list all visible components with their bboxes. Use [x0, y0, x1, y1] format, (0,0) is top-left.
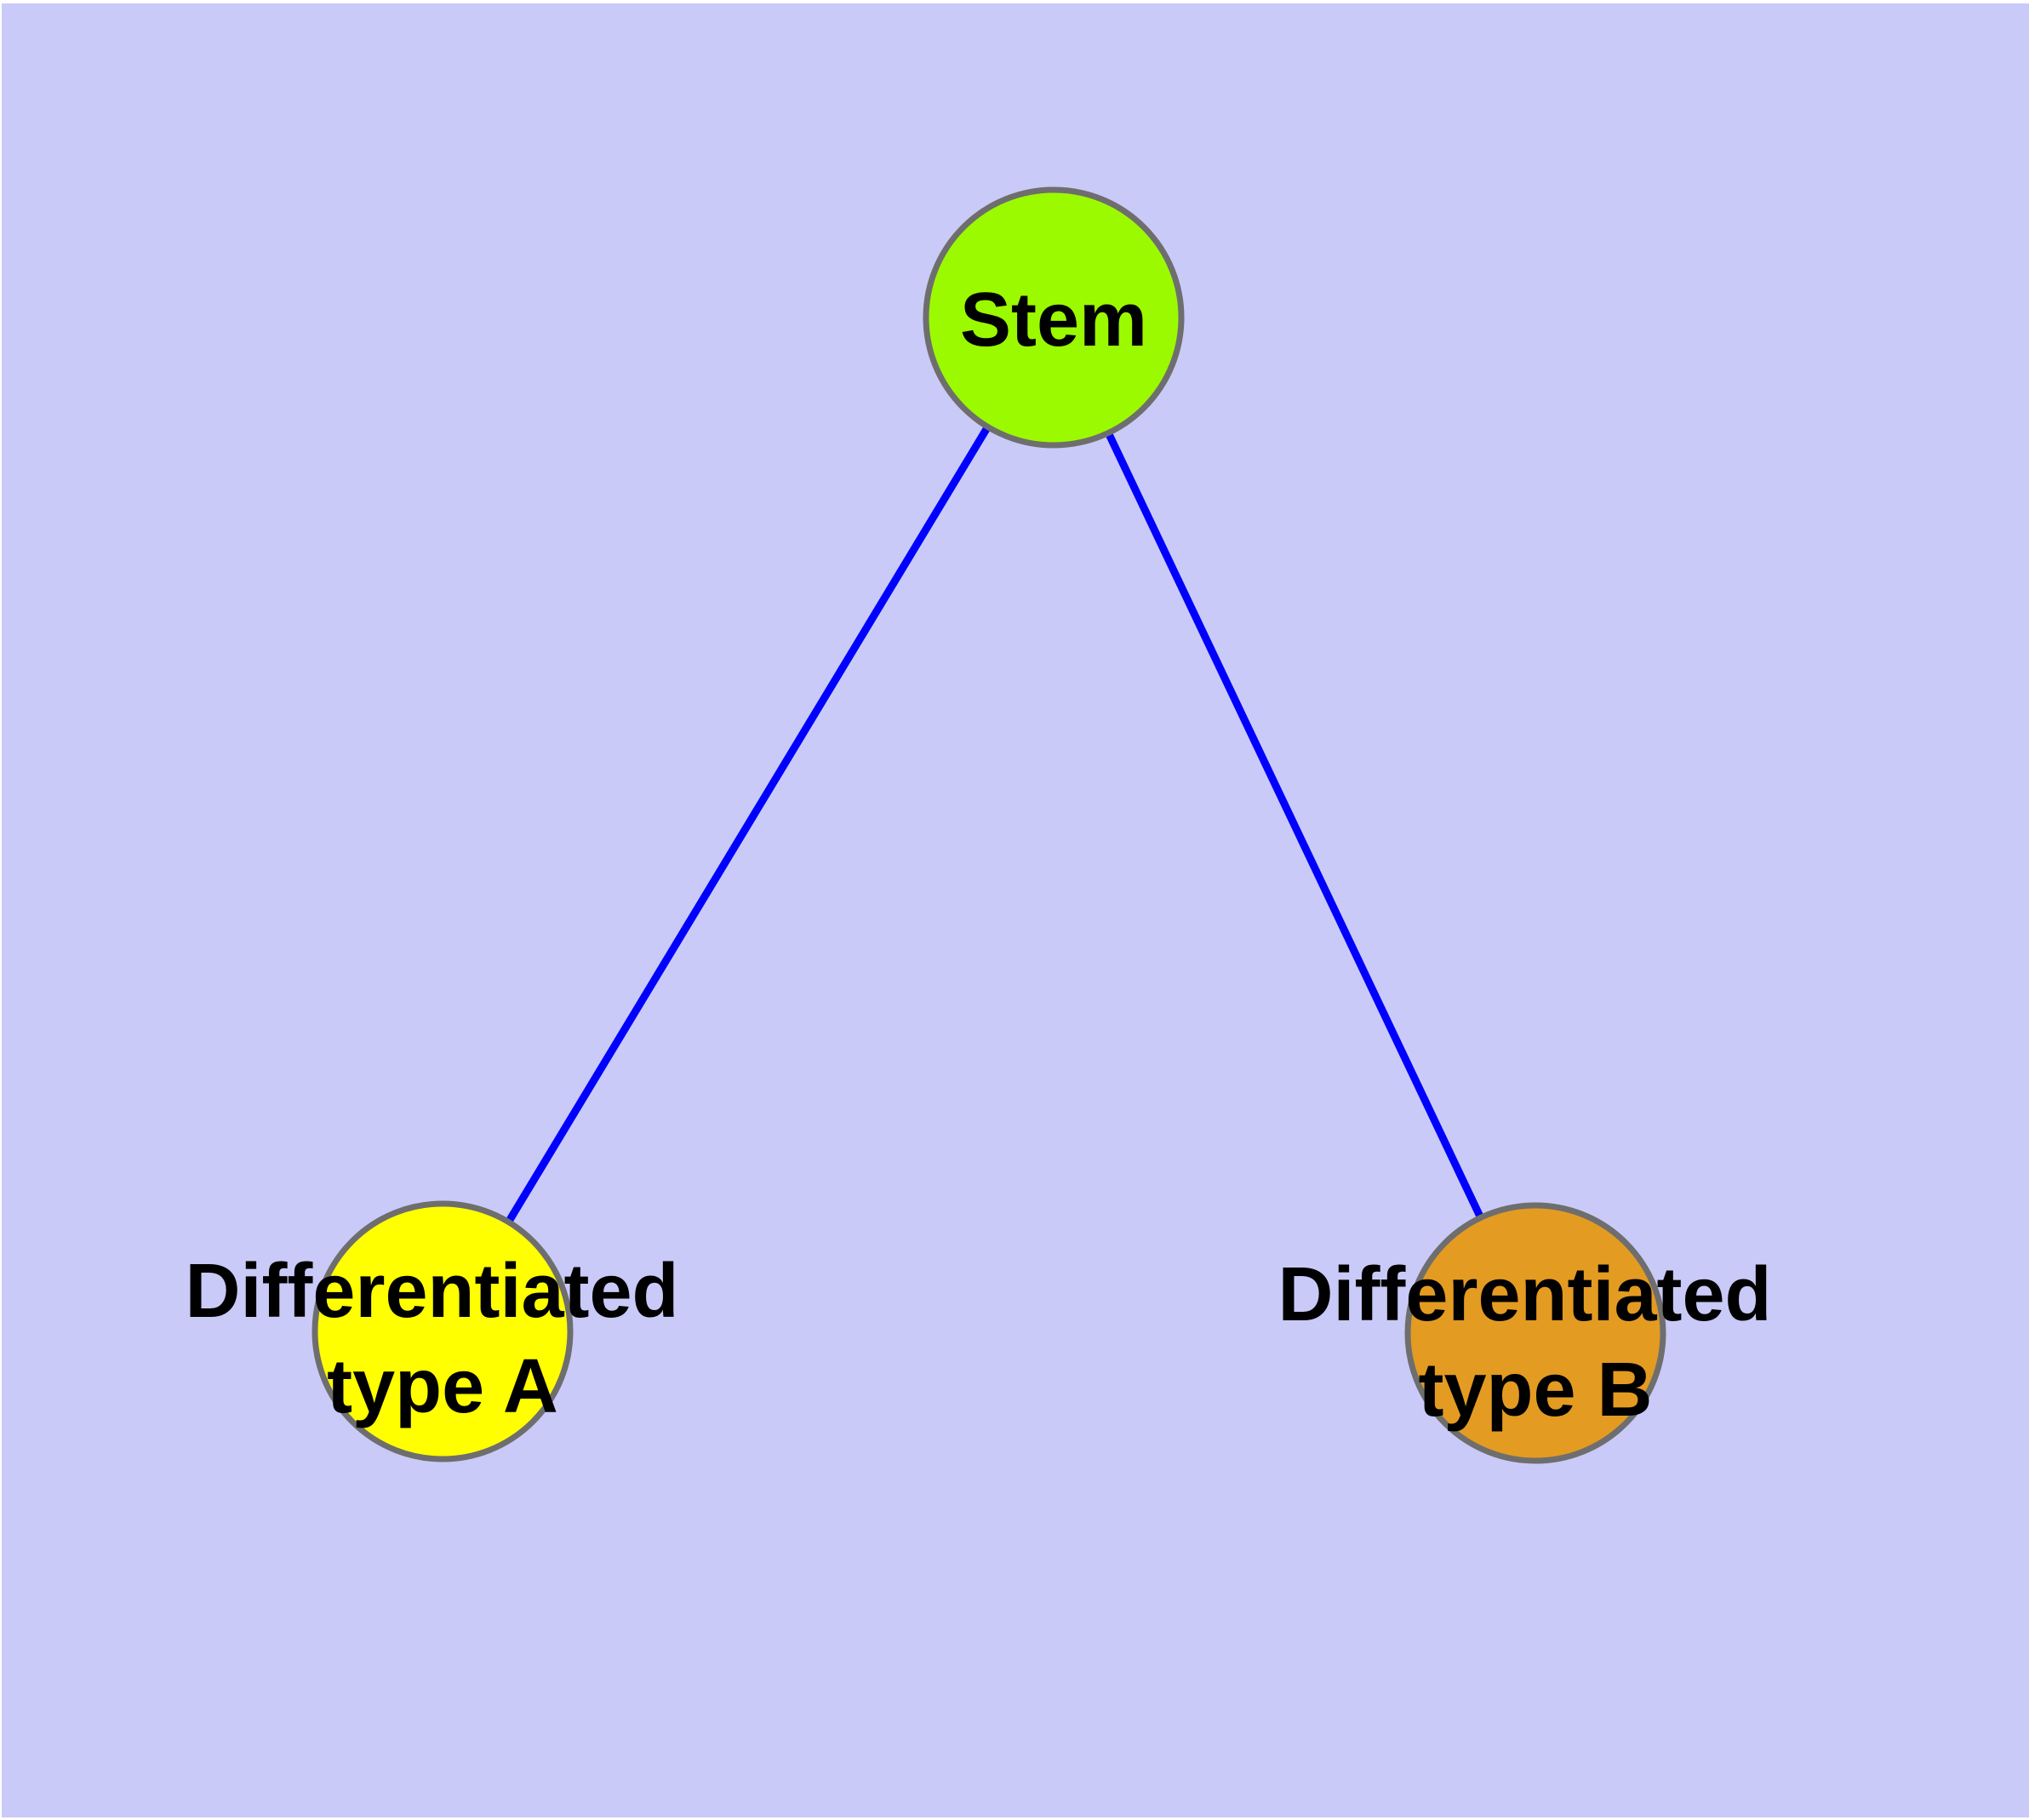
type-b-node-circle: [1404, 1202, 1666, 1464]
type-b-label-line1: Differentiated: [1277, 1252, 1771, 1337]
edge-stem-to-type-b: [1049, 313, 1540, 1337]
type-b-node-label: Differentiated type B: [1277, 1252, 1792, 1433]
stem-node-label: Stem: [960, 278, 1147, 363]
stem-node-circle: [923, 186, 1185, 449]
type-b-label-line2: type B: [1418, 1348, 1652, 1433]
type-a-label-line1: Differentiated: [185, 1249, 678, 1334]
type-a-node-label: Differentiated type A: [185, 1249, 700, 1429]
type-a-label-line2: type A: [327, 1344, 558, 1429]
edge-stem-to-type-a: [438, 313, 1058, 1336]
type-a-node-circle: [311, 1200, 574, 1462]
